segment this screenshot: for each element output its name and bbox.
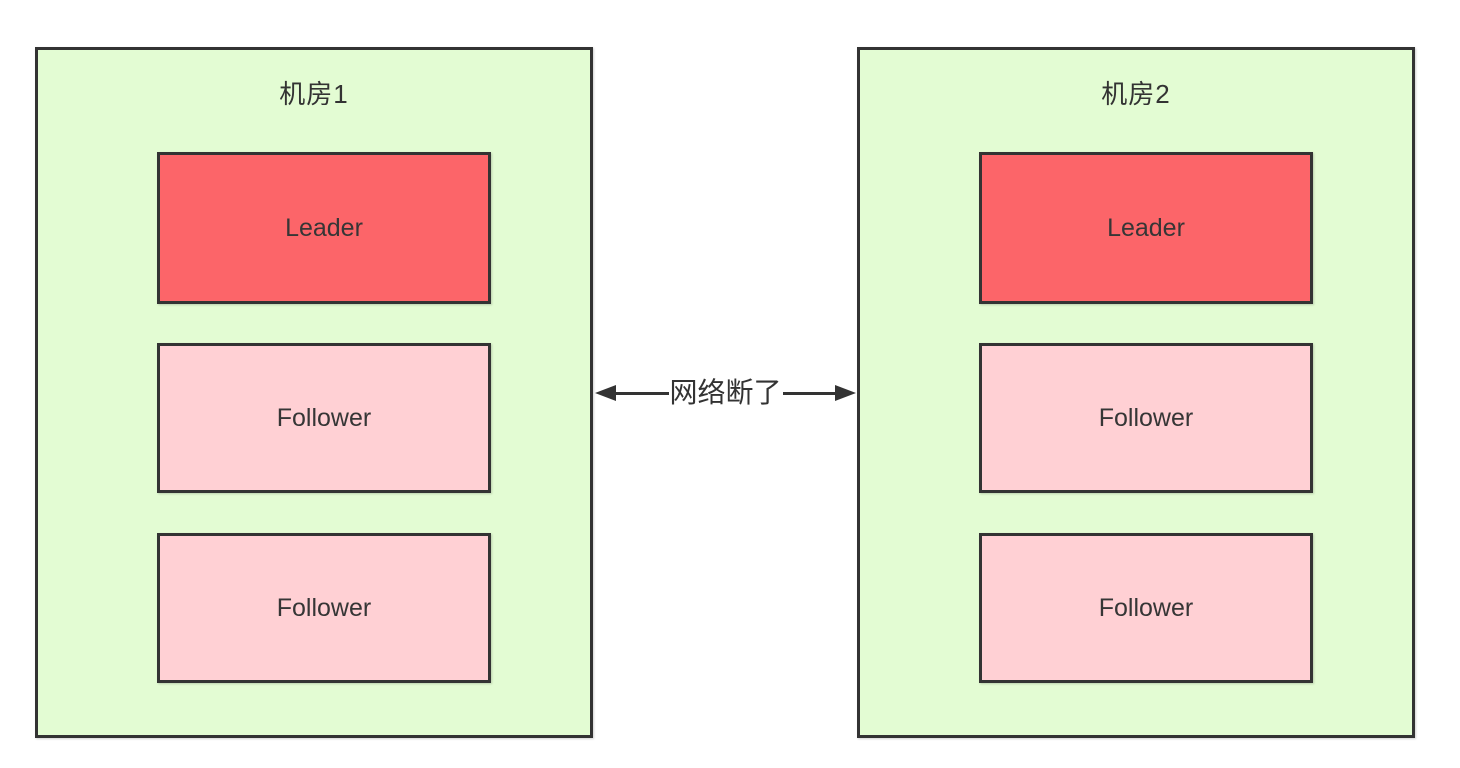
network-link-arrow: 网络断了 — [595, 377, 857, 408]
datacenter-1-follower-node-2: Follower — [157, 533, 491, 683]
arrow-line-left — [616, 391, 669, 395]
datacenter-2-leader-node: Leader — [979, 152, 1313, 304]
datacenter-1-follower-node-1: Follower — [157, 343, 491, 493]
datacenter-2-title: 机房2 — [1101, 79, 1171, 109]
follower-node-label: Follower — [1098, 593, 1194, 622]
follower-node-label: Follower — [1098, 403, 1194, 432]
arrow-left-icon — [595, 385, 616, 401]
datacenter-2-follower-node-1: Follower — [979, 343, 1313, 493]
datacenter-1-leader-node: Leader — [157, 152, 491, 304]
datacenter-2-follower-node-2: Follower — [979, 533, 1313, 683]
arrow-line-right — [782, 391, 836, 395]
leader-node-label: Leader — [1107, 213, 1185, 242]
datacenter-1-box: 机房1 Leader Follower Follower — [35, 47, 593, 738]
arrow-right-icon — [835, 385, 857, 401]
datacenter-2-box: 机房2 Leader Follower Follower — [857, 47, 1415, 738]
datacenter-1-title: 机房1 — [279, 79, 349, 109]
network-link-label: 网络断了 — [669, 377, 782, 408]
follower-node-label: Follower — [276, 593, 372, 622]
leader-node-label: Leader — [285, 213, 363, 242]
follower-node-label: Follower — [276, 403, 372, 432]
